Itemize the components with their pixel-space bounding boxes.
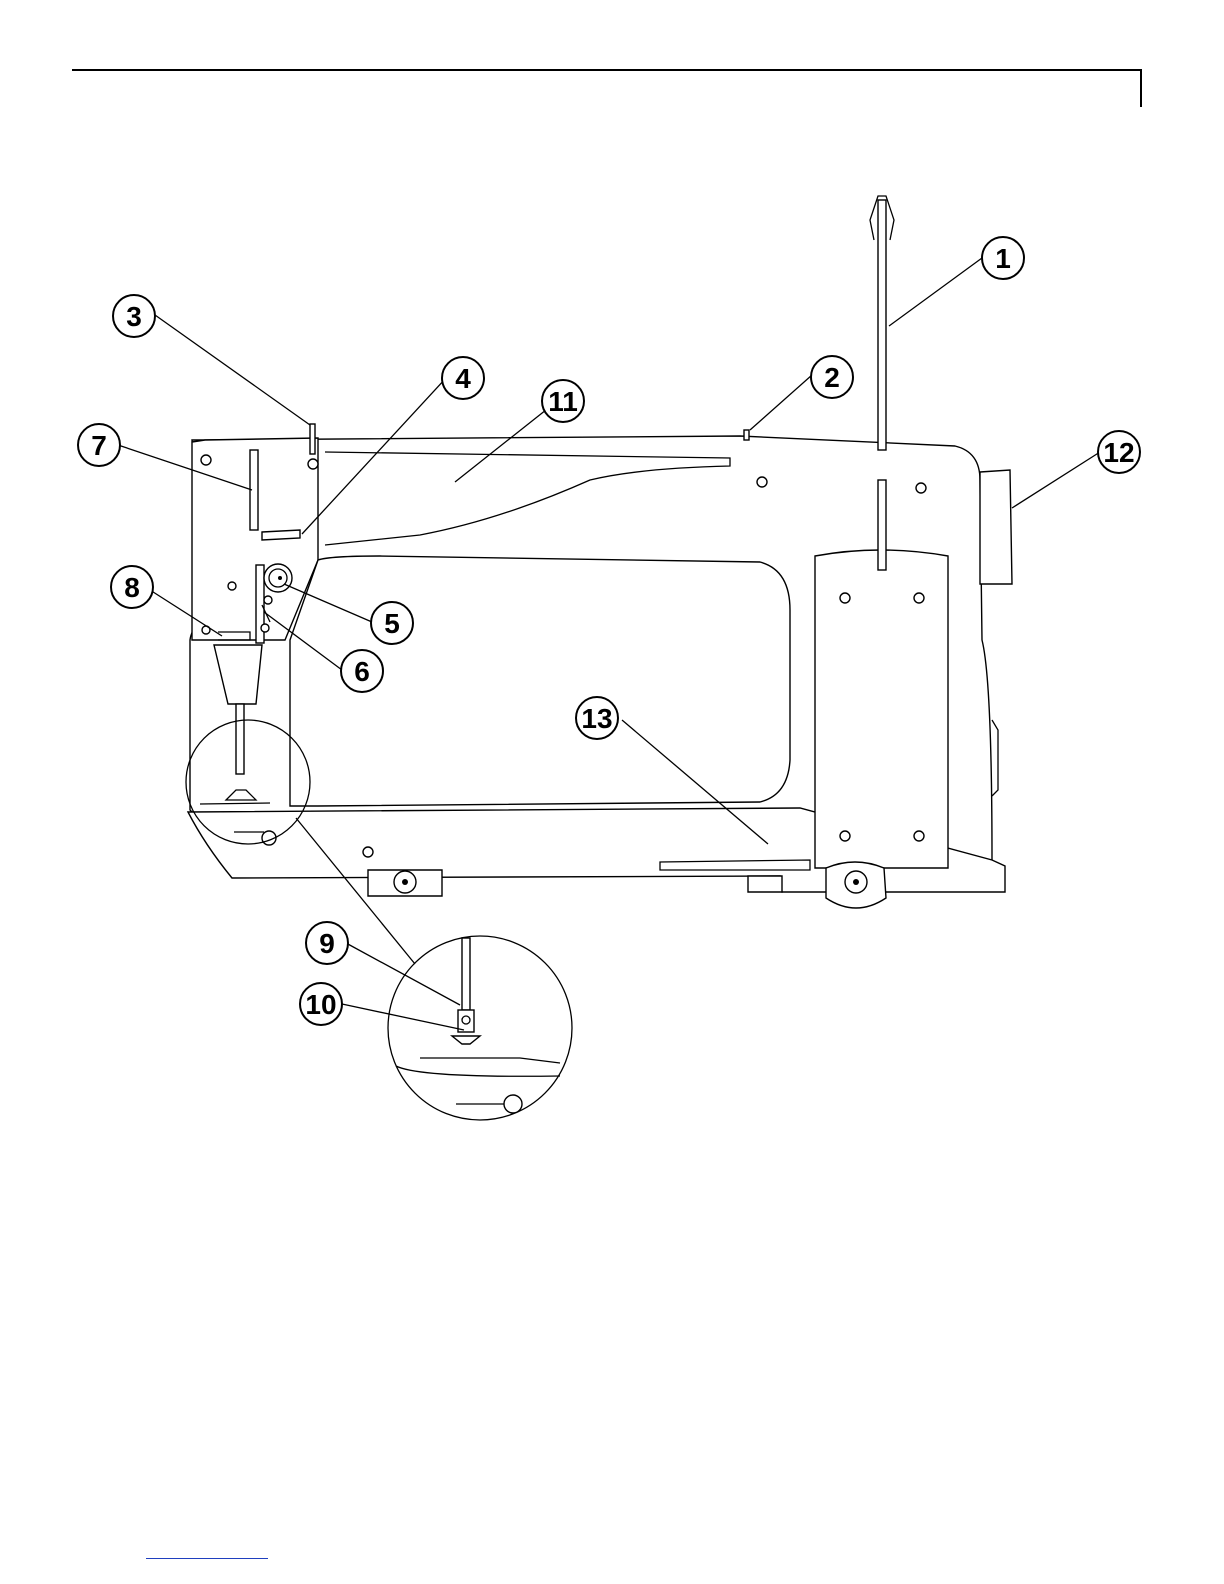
rear-column bbox=[815, 550, 948, 868]
callout-9: 9 bbox=[306, 922, 348, 964]
oil-hole bbox=[744, 430, 749, 440]
callout-13: 13 bbox=[576, 697, 618, 739]
callout-3: 3 bbox=[113, 295, 155, 337]
detail-needle-bar bbox=[462, 938, 470, 1010]
thread-stand-rod bbox=[878, 200, 886, 450]
svg-text:8: 8 bbox=[124, 572, 140, 603]
svg-text:3: 3 bbox=[126, 301, 142, 332]
hand-wheel bbox=[980, 470, 1012, 584]
svg-text:10: 10 bbox=[305, 989, 336, 1020]
svg-text:4: 4 bbox=[455, 363, 471, 394]
svg-text:1: 1 bbox=[995, 243, 1011, 274]
side-panel bbox=[992, 720, 998, 796]
svg-text:12: 12 bbox=[1103, 437, 1134, 468]
callout-1: 1 bbox=[982, 237, 1024, 279]
column-rod bbox=[878, 480, 886, 570]
callout-11: 11 bbox=[542, 380, 584, 422]
svg-text:11: 11 bbox=[548, 386, 578, 417]
thread-guide-top bbox=[310, 424, 315, 454]
rear-foot-bracket bbox=[748, 876, 782, 892]
svg-text:6: 6 bbox=[354, 656, 370, 687]
thread-guide-screw bbox=[308, 459, 318, 469]
callout-12: 12 bbox=[1098, 431, 1140, 473]
svg-text:7: 7 bbox=[91, 430, 107, 461]
detail-presser-foot bbox=[452, 1036, 480, 1044]
svg-text:9: 9 bbox=[319, 928, 335, 959]
detail-circle-large bbox=[388, 936, 572, 1120]
callout-6: 6 bbox=[341, 650, 383, 692]
footer-rule bbox=[146, 1558, 268, 1559]
svg-text:5: 5 bbox=[384, 608, 400, 639]
callout-5: 5 bbox=[371, 602, 413, 644]
callout-8: 8 bbox=[111, 566, 153, 608]
svg-text:2: 2 bbox=[824, 362, 840, 393]
callout-10: 10 bbox=[300, 983, 342, 1025]
callout-4: 4 bbox=[442, 357, 484, 399]
machine-drawing bbox=[188, 196, 1012, 908]
callout-2: 2 bbox=[811, 356, 853, 398]
svg-text:13: 13 bbox=[581, 703, 612, 734]
callout-7: 7 bbox=[78, 424, 120, 466]
thread-guide-upper bbox=[262, 530, 300, 540]
needle-bar bbox=[236, 704, 244, 774]
